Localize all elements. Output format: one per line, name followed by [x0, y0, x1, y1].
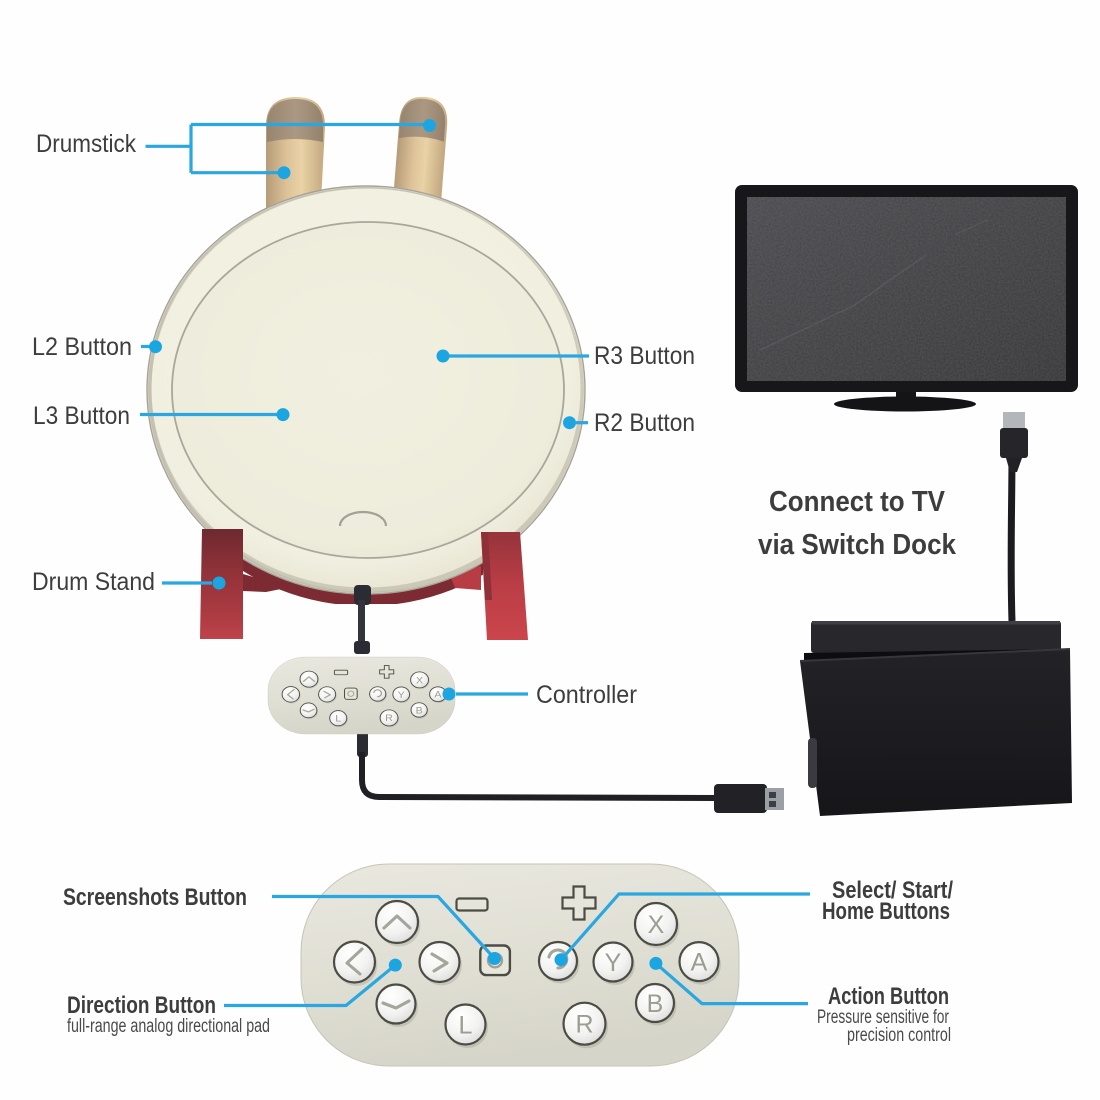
- svg-text:R: R: [575, 1011, 593, 1039]
- svg-text:Home Buttons: Home Buttons: [822, 898, 950, 925]
- svg-text:Select/ Start/: Select/ Start/: [832, 877, 953, 904]
- svg-text:Drumstick: Drumstick: [36, 130, 136, 158]
- svg-text:Y: Y: [605, 949, 622, 977]
- svg-text:precision control: precision control: [847, 1025, 951, 1046]
- svg-text:Action Button: Action Button: [828, 983, 949, 1010]
- svg-text:Pressure sensitive for: Pressure sensitive for: [817, 1007, 949, 1028]
- svg-text:R3 Button: R3 Button: [594, 342, 695, 370]
- svg-text:Controller: Controller: [536, 681, 637, 709]
- svg-text:L: L: [459, 1012, 473, 1040]
- svg-text:via Switch Dock: via Switch Dock: [758, 529, 957, 561]
- svg-text:A: A: [691, 949, 708, 977]
- svg-text:L3 Button: L3 Button: [33, 402, 130, 430]
- svg-text:Screenshots Button: Screenshots Button: [63, 884, 247, 911]
- svg-text:Direction Button: Direction Button: [67, 992, 216, 1019]
- svg-text:full-range analog directional: full-range analog directional pad: [67, 1016, 270, 1037]
- svg-text:Drum Stand: Drum Stand: [32, 568, 155, 596]
- svg-text:X: X: [648, 911, 665, 939]
- svg-text:B: B: [647, 990, 664, 1018]
- svg-text:R2 Button: R2 Button: [594, 409, 695, 437]
- svg-text:L2 Button: L2 Button: [32, 333, 132, 361]
- svg-text:Connect to TV: Connect to TV: [769, 486, 946, 518]
